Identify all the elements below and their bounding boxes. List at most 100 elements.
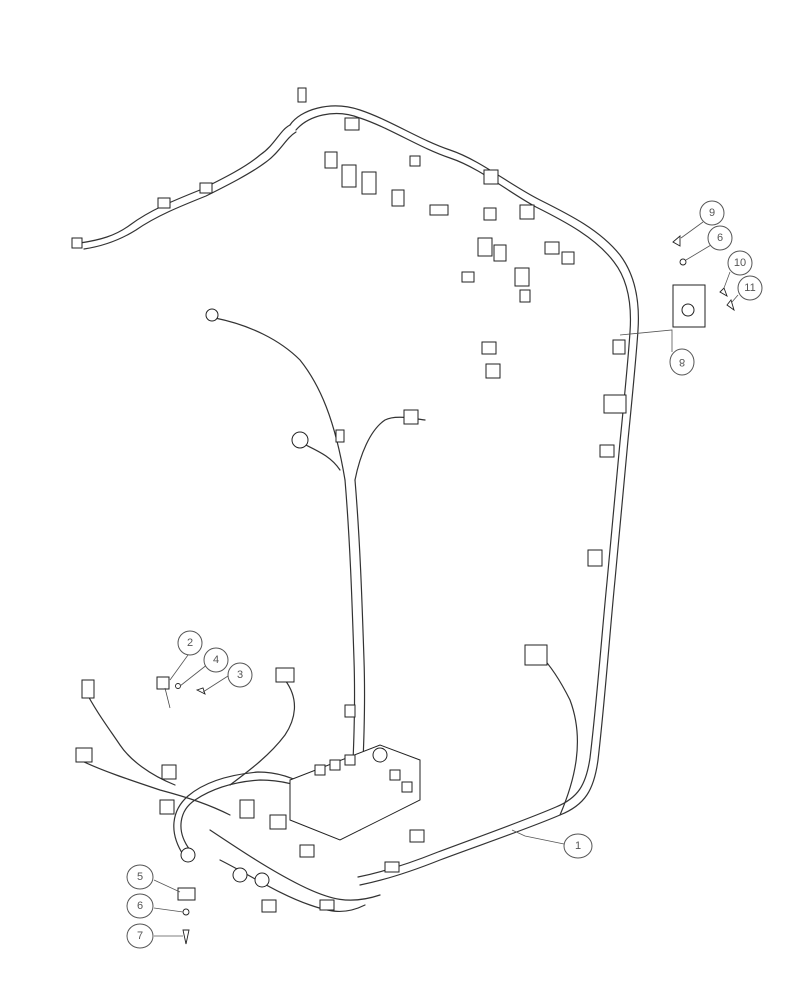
connector-lower-right [524, 644, 548, 666]
callout-2: 2 [177, 630, 203, 656]
callout-4: 4 [203, 647, 229, 673]
callout-4-label: 4 [213, 654, 219, 666]
connector-arch-16 [561, 251, 575, 265]
connector-arch-10 [519, 204, 535, 220]
connector-box-5 [384, 861, 400, 873]
callouts: 1 2 4 3 5 6 7 8 [126, 200, 763, 949]
connector-top [297, 87, 307, 103]
relay-3 [344, 754, 356, 766]
screw-9 [672, 235, 681, 247]
connector-arch-6 [409, 155, 421, 167]
washer-6-top [679, 258, 687, 266]
leader-1 [511, 829, 565, 845]
connector-left-2 [75, 747, 93, 763]
connector-box-1 [239, 799, 255, 819]
connector-trunk-2 [403, 409, 419, 425]
connector-arch-14 [519, 289, 531, 303]
leader-6b [153, 907, 184, 913]
grommet-top [205, 308, 219, 322]
callout-10: 10 [727, 250, 753, 276]
connector-left-1 [81, 679, 95, 699]
callout-10-label: 10 [734, 257, 746, 269]
connector-arch-9 [483, 207, 497, 221]
connector-right-3 [599, 444, 615, 458]
connector-round-box [372, 747, 388, 763]
connector-arch-19 [485, 363, 501, 379]
grommet-lower-left [180, 847, 196, 863]
leader-4 [179, 663, 209, 687]
connector-right-4 [587, 549, 603, 567]
callout-6-top: 6 [707, 225, 733, 251]
callout-8-label: 8 [679, 356, 685, 368]
sensor-lead [164, 687, 171, 709]
callout-3: 3 [227, 662, 253, 688]
callout-5-label: 5 [137, 871, 143, 883]
callout-7-label: 7 [137, 930, 143, 942]
screw-11 [726, 299, 735, 312]
leader-10 [723, 271, 731, 289]
screw-3 [195, 687, 206, 695]
sensor-body [156, 676, 170, 690]
connector-left-4 [161, 764, 177, 780]
callout-7: 7 [126, 923, 154, 949]
connector-box-4 [409, 829, 425, 843]
connector-arch-11 [477, 237, 493, 257]
leader-6a [685, 244, 712, 261]
screw-7 [182, 929, 190, 945]
washer-6-bottom [182, 908, 190, 916]
connector-right-2 [603, 394, 627, 414]
nut-10 [719, 287, 728, 298]
callout-11-label: 11 [744, 282, 755, 294]
connector-arch-18 [481, 341, 497, 355]
callout-1: 1 [563, 833, 593, 859]
hardware [175, 235, 735, 945]
connector-bottom-2 [319, 899, 335, 911]
connector-arch-12 [493, 244, 507, 262]
connector-box-2 [269, 814, 287, 830]
callout-8: 8 [669, 348, 695, 376]
connector-box-3 [299, 844, 315, 858]
callout-6-bottom: 6 [126, 893, 154, 919]
leader-lines [153, 221, 739, 937]
connector-upper-left-1 [199, 182, 213, 194]
callout-6-top-label: 6 [717, 232, 723, 244]
connector-arch-15 [544, 241, 560, 255]
callout-2-label: 2 [187, 637, 193, 649]
callout-1-label: 1 [575, 840, 581, 852]
callout-5: 5 [126, 864, 154, 890]
connector-arch-8 [483, 169, 499, 185]
switch-knob [681, 303, 695, 317]
callout-9-label: 9 [709, 207, 715, 219]
grommet-bottom-2 [254, 872, 270, 888]
connector-arch-1 [344, 117, 360, 131]
bracket [177, 887, 196, 901]
leader-11 [731, 294, 739, 303]
callout-3-label: 3 [237, 669, 243, 681]
callout-11: 11 [737, 275, 763, 301]
connector-arch-13 [514, 267, 530, 287]
connector-arch-17 [461, 271, 475, 283]
relay-2 [329, 759, 341, 771]
connector-left-5 [159, 799, 175, 815]
leader-3 [202, 675, 229, 693]
connector-right-1 [612, 339, 626, 355]
connector-upper-left-end [71, 237, 83, 249]
connector-arch-3 [341, 164, 357, 188]
connector-arch-2 [324, 151, 338, 169]
leader-8 [619, 329, 673, 352]
harness-connectors [71, 87, 706, 913]
washer-4 [175, 683, 181, 689]
connector-left-3 [275, 667, 295, 683]
connector-trunk-3 [344, 704, 356, 718]
relay-1 [314, 764, 326, 776]
connector-arch-4 [361, 171, 377, 195]
connector-arch-5 [391, 189, 405, 207]
leader-5 [153, 879, 181, 893]
callout-6-bottom-label: 6 [137, 900, 143, 912]
grommet-bottom-1 [232, 867, 248, 883]
leader-9 [680, 221, 704, 239]
relay-5 [401, 781, 413, 793]
connector-upper-left-2 [157, 197, 171, 209]
callout-9: 9 [699, 200, 725, 226]
connector-round-trunk [291, 431, 309, 449]
